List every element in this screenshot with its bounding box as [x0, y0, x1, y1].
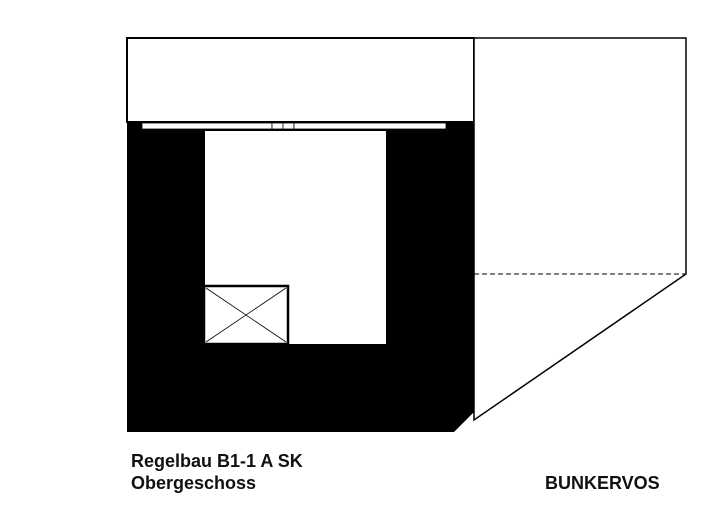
embrasure-strip-left [141, 122, 273, 130]
author-label: BUNKERVOS [545, 473, 660, 493]
plan-title-line1: Regelbau B1-1 A SK [131, 451, 303, 471]
right-annex-outline [473, 37, 687, 422]
embrasure-strip-right [293, 122, 447, 130]
plan-title-line2: Obergeschoss [131, 473, 257, 493]
top-slab-outline [126, 37, 475, 123]
hatch-cross-2 [205, 287, 287, 343]
black-walls [127, 122, 474, 432]
